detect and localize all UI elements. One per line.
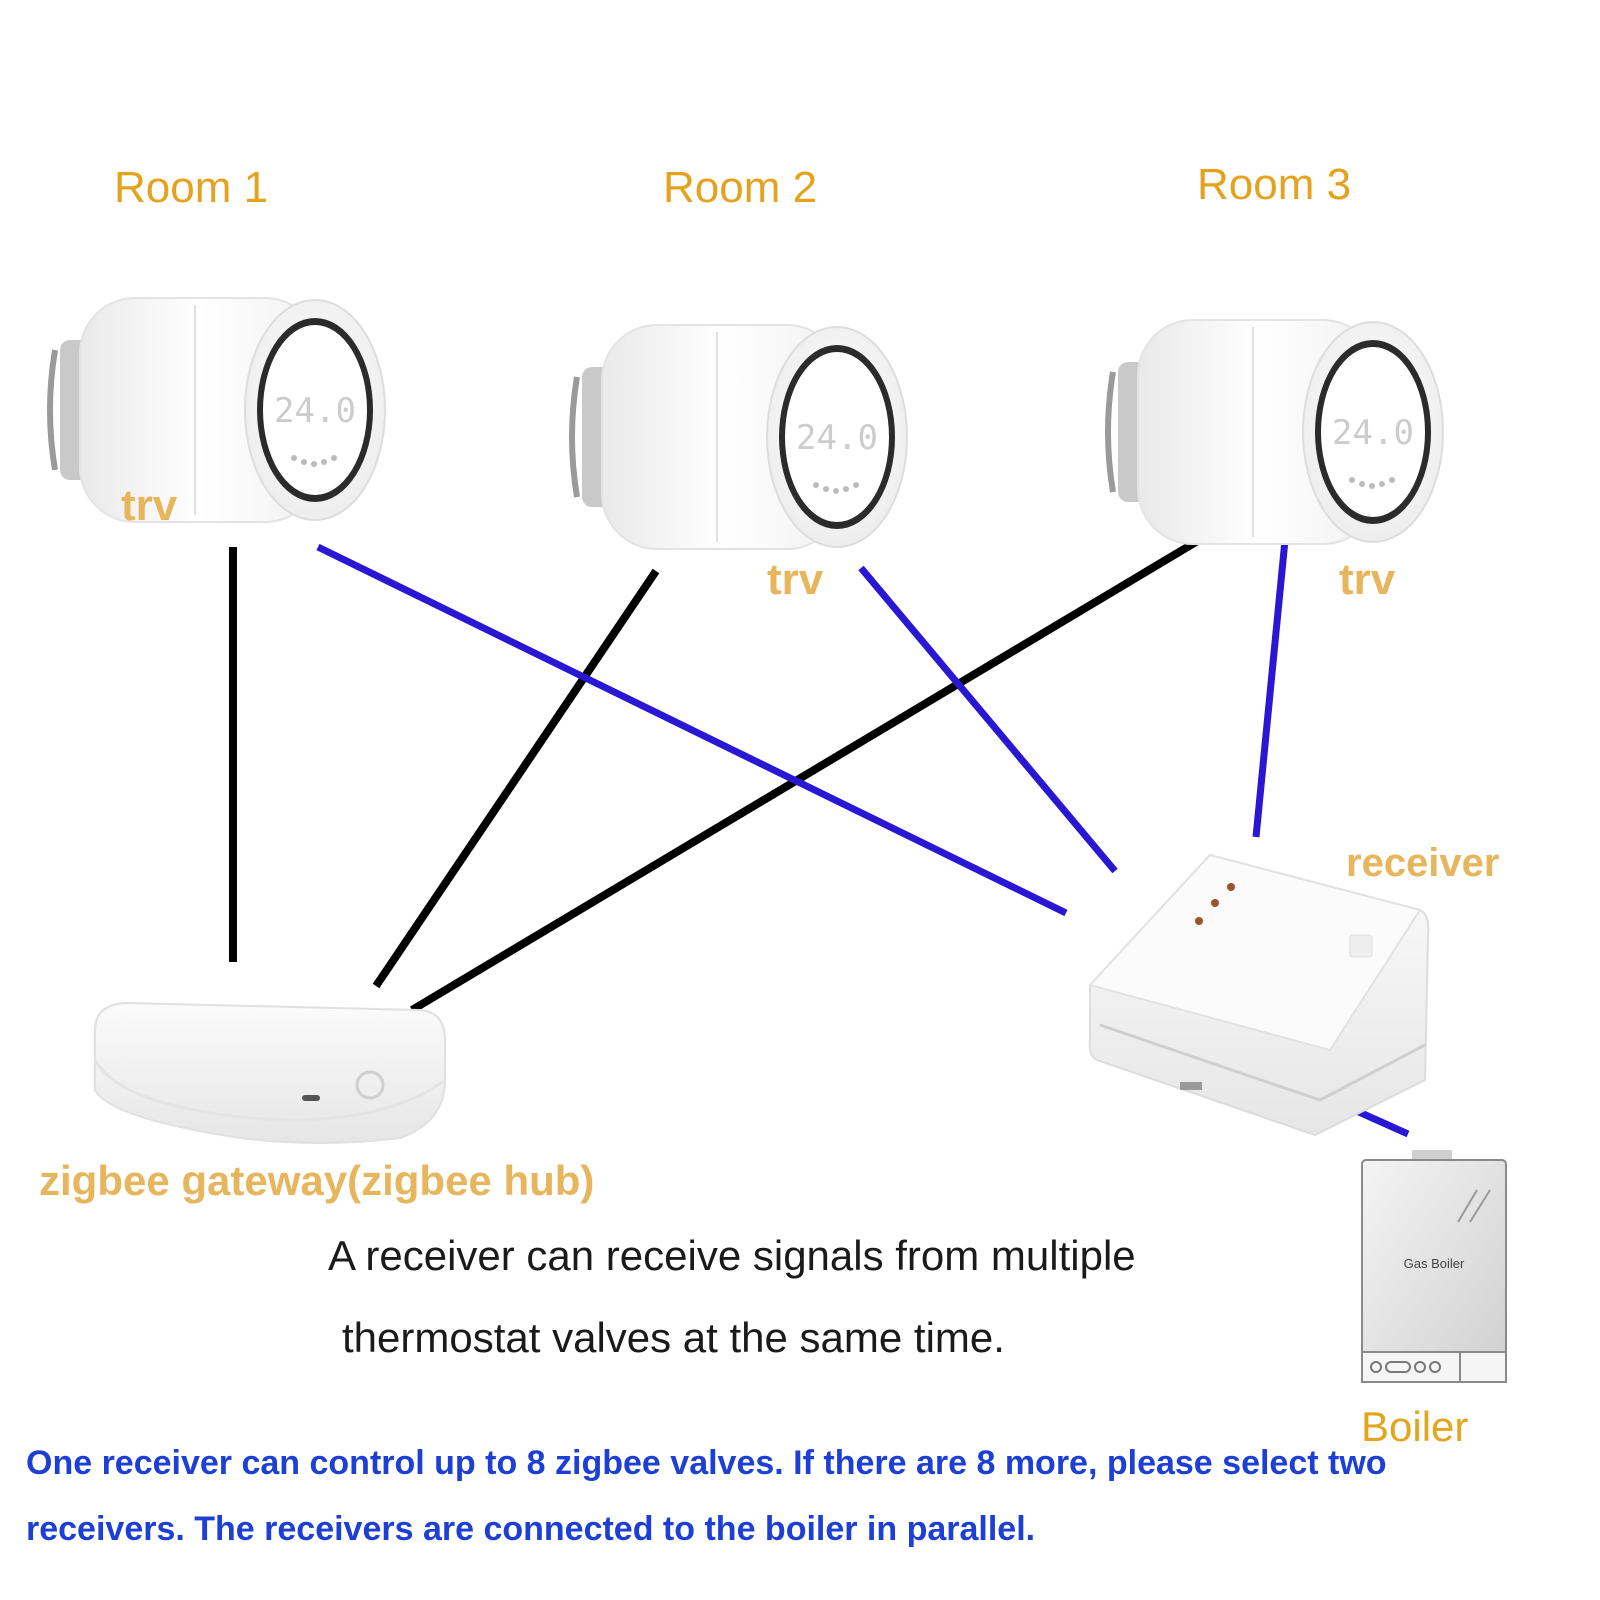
link-receiver-room1	[316, 543, 1068, 917]
trv-label-room2: trv	[767, 555, 824, 604]
caption-line-1: A receiver can receive signals from mult…	[328, 1232, 1136, 1279]
link-gateway-room2	[372, 568, 660, 989]
caption-line-2: thermostat valves at the same time.	[342, 1314, 1005, 1361]
boiler-label: Boiler	[1361, 1403, 1469, 1450]
boiler-panel-text: Gas Boiler	[1404, 1256, 1465, 1271]
note-line-2: receivers. The receivers are connected t…	[26, 1510, 1036, 1548]
link-receiver-room2	[858, 565, 1118, 874]
trv-label-room3: trv	[1339, 555, 1396, 604]
trv-label-room1: trv	[121, 481, 178, 530]
room-1-label: Room 1	[114, 163, 269, 212]
gas-boiler-device: Gas Boiler	[1361, 1150, 1507, 1383]
trv-device-room3	[1108, 320, 1443, 544]
trv-device-room1	[50, 298, 385, 522]
gateway-links	[229, 529, 1214, 1014]
room-3-label: Room 3	[1197, 160, 1352, 209]
room-2-label: Room 2	[663, 163, 818, 212]
receiver-device	[1088, 853, 1430, 1137]
trv-device-room2	[572, 325, 907, 549]
receiver-label: receiver	[1346, 841, 1500, 885]
link-gateway-room3	[409, 529, 1214, 1014]
gateway-label: zigbee gateway(zigbee hub)	[39, 1157, 595, 1204]
receiver-links	[316, 529, 1410, 1138]
zigbee-gateway-device	[93, 1001, 446, 1144]
note-line-1: One receiver can control up to 8 zigbee …	[26, 1444, 1387, 1482]
link-receiver-room3	[1252, 529, 1290, 838]
